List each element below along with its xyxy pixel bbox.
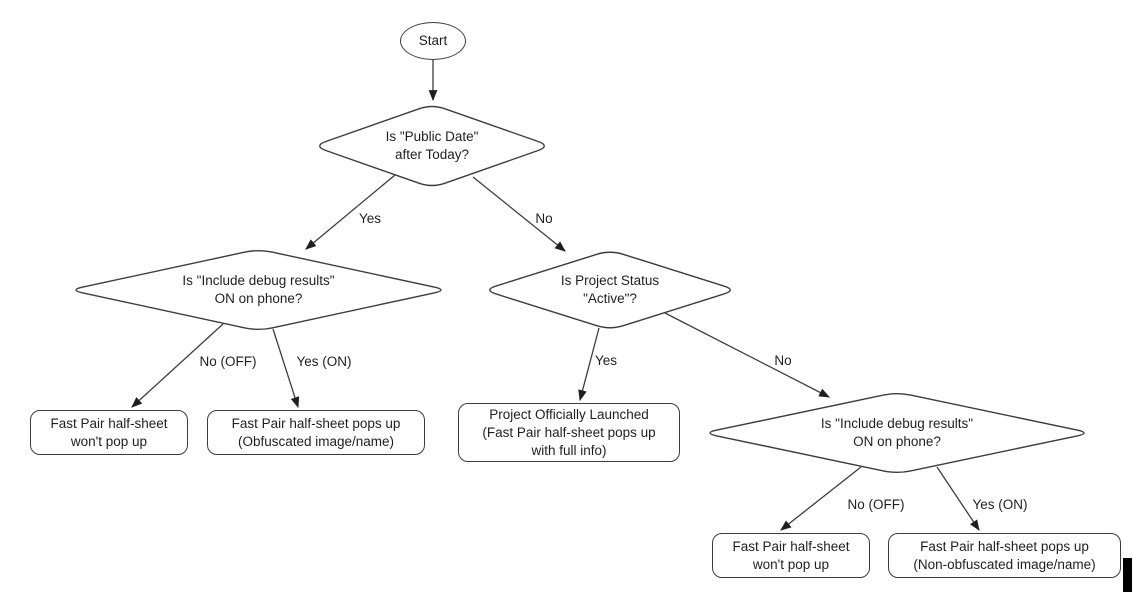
node-result-no-popup-left-label: Fast Pair half-sheet won't pop up [50, 415, 168, 449]
edge-label-debug-left-no-off: No (OFF) [199, 354, 257, 369]
edge-label-debug-left-yes-on: Yes (ON) [296, 354, 352, 369]
diamond-shape [319, 105, 545, 187]
diamond-shape [489, 251, 731, 329]
node-decision-project-status-label: Is Project Status "Active"? [560, 273, 660, 306]
node-decision-debug-left: Is "Include debug results" ON on phone? [68, 248, 449, 332]
edge-label-debug-right-no-off: No (OFF) [847, 497, 905, 512]
node-result-no-popup-right-label: Fast Pair half-sheet won't pop up [732, 538, 850, 572]
node-result-no-popup-right: Fast Pair half-sheet won't pop up [712, 533, 870, 578]
node-result-no-popup-left: Fast Pair half-sheet won't pop up [30, 410, 188, 455]
node-decision-debug-right: Is "Include debug results" ON on phone? [702, 391, 1092, 475]
node-result-obfuscated: Fast Pair half-sheet pops up (Obfuscated… [207, 410, 425, 455]
edge-label-public-date-yes: Yes [358, 211, 382, 226]
edge-debug-left-yes-on [272, 328, 300, 409]
node-result-non-obfuscated-label: Fast Pair half-sheet pops up (Non-obfusc… [913, 538, 1096, 572]
node-start-label: Start [418, 33, 448, 48]
node-result-launched-label: Project Officially Launched (Fast Pair h… [482, 406, 656, 458]
node-result-non-obfuscated: Fast Pair half-sheet pops up (Non-obfusc… [888, 533, 1121, 578]
diamond-shape [75, 249, 442, 331]
edge-label-status-yes: Yes [594, 353, 618, 368]
text-caret-bar [1123, 558, 1132, 592]
node-start: Start [400, 22, 466, 60]
node-decision-public-date: Is "Public Date" after Today? [312, 103, 552, 189]
edge-label-debug-right-yes-on: Yes (ON) [972, 497, 1028, 512]
diamond-shape [709, 392, 1085, 474]
node-decision-debug-left-label: Is "Include debug results" ON on phone? [182, 273, 335, 306]
node-decision-debug-right-label: Is "Include debug results" ON on phone? [820, 416, 974, 449]
node-decision-public-date-label: Is "Public Date" after Today? [385, 129, 479, 162]
edge-label-public-date-no: No [535, 211, 553, 226]
node-decision-project-status: Is Project Status "Active"? [482, 249, 738, 331]
edge-label-status-no: No [774, 353, 792, 368]
node-result-obfuscated-label: Fast Pair half-sheet pops up (Obfuscated… [231, 415, 401, 449]
node-result-launched: Project Officially Launched (Fast Pair h… [458, 403, 680, 462]
